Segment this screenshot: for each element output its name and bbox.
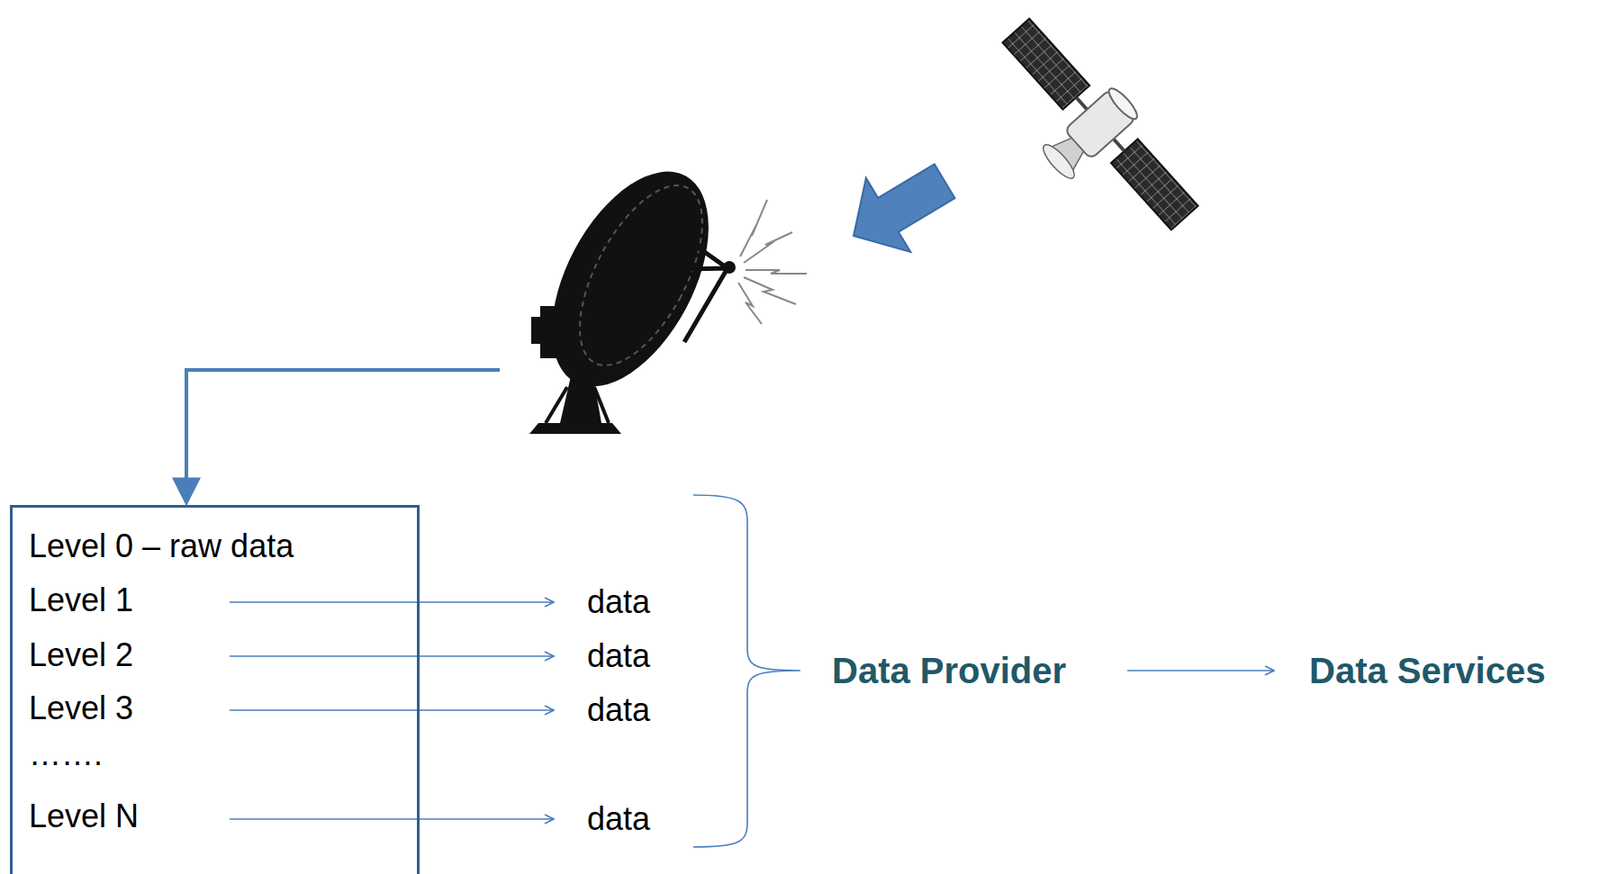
downlink-arrow <box>831 144 968 273</box>
level-arrows <box>229 602 554 820</box>
services-label: Data Services <box>1309 649 1546 693</box>
data-label: data <box>587 634 651 678</box>
level-text: Level 1 <box>28 580 134 621</box>
level-text: Level 0 – raw data <box>28 526 294 567</box>
dish-antenna <box>519 145 742 434</box>
data-label: data <box>587 688 651 733</box>
level-box: Level 0 – raw dataLevel 1 Level 2 Level 3 …… <box>9 505 420 874</box>
level-text: ……. <box>28 734 103 775</box>
level-text: Level N <box>28 796 139 837</box>
feed-line <box>186 370 500 501</box>
data-label: data <box>587 797 651 841</box>
satellite <box>968 6 1212 261</box>
provider-label: Data Provider <box>831 649 1067 693</box>
service-arrow <box>1127 669 1275 672</box>
data-label: data <box>587 580 651 624</box>
level-text: Level 2 <box>28 635 134 676</box>
level-text: Level 3 <box>28 688 134 729</box>
signal-bolts <box>738 199 807 325</box>
brace <box>693 495 801 848</box>
